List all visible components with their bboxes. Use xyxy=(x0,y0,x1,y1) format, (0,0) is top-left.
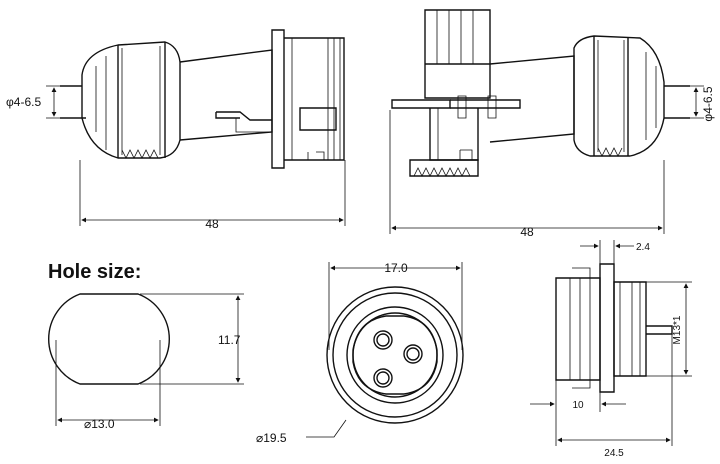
hole-diameter-label: ⌀13.0 xyxy=(84,417,115,431)
hole-size-view: Hole size: 11.7 ⌀13.0 xyxy=(48,261,244,431)
hole-height-label: 11.7 xyxy=(218,333,241,347)
right-cable-label: φ4-6.5 xyxy=(701,86,715,121)
right-connector-side-view: 48 φ4-6.5 xyxy=(389,9,715,239)
side-total-label: 24.5 xyxy=(604,448,624,459)
face-width-label: 17.0 xyxy=(384,261,408,275)
left-cable-label: φ4-6.5 xyxy=(6,95,41,109)
left-length-label: 48 xyxy=(205,217,219,231)
side-thread-label: M13*1 xyxy=(672,315,683,344)
hole-size-title: Hole size: xyxy=(48,261,141,283)
panel-mount-side-view: 2.4 M13*1 10 24.5 xyxy=(530,240,692,459)
connector-face-view: 17.0 ⌀19.5 xyxy=(256,261,464,445)
left-connector-side-view: 48 φ4-6.5 xyxy=(6,29,346,231)
side-inner-label: 10 xyxy=(572,400,584,411)
side-top-label: 2.4 xyxy=(636,242,650,253)
face-diameter-label: ⌀19.5 xyxy=(256,431,287,445)
right-length-label: 48 xyxy=(520,225,534,239)
